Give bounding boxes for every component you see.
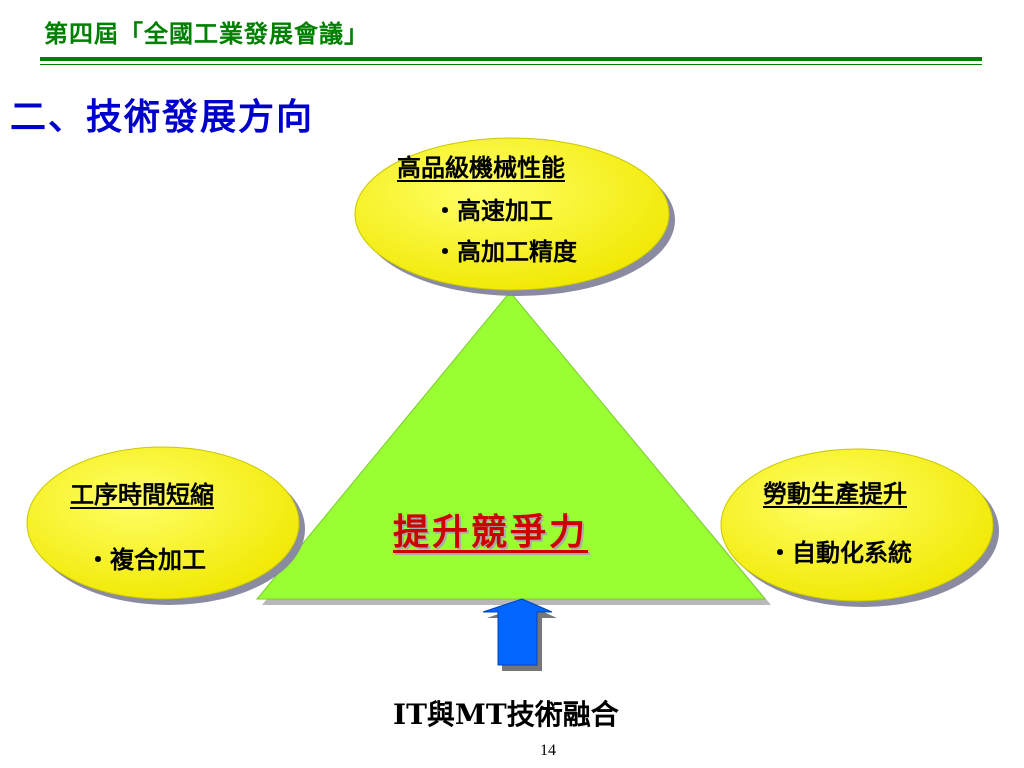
right-ellipse-bullet: ‧自動化系統	[768, 538, 912, 567]
triangle-shape	[255, 291, 767, 600]
section-title: 二、技術發展方向	[10, 96, 315, 138]
left-ellipse	[26, 446, 300, 600]
header-title: 第四屆「全國工業發展會議」	[44, 19, 369, 48]
top-ellipse-bullet: ‧高加工精度	[433, 237, 577, 266]
top-ellipse	[354, 137, 670, 291]
bottom-caption: IT與MT技術融合	[393, 698, 619, 731]
right-ellipse	[720, 448, 994, 602]
header-rule-thin	[40, 64, 982, 65]
top-ellipse-heading: 高品級機械性能	[397, 153, 565, 182]
right-ellipse-heading: 勞動生產提升	[763, 479, 907, 508]
page-number: 14	[540, 742, 556, 759]
top-ellipse-bullet: ‧高速加工	[433, 196, 553, 225]
left-ellipse-heading: 工序時間短縮	[70, 480, 214, 509]
header-rule-thick	[40, 57, 982, 61]
left-ellipse-bullet: ‧複合加工	[86, 545, 206, 574]
up-arrow-icon	[482, 598, 553, 666]
center-label: 提升競爭力	[393, 511, 589, 553]
